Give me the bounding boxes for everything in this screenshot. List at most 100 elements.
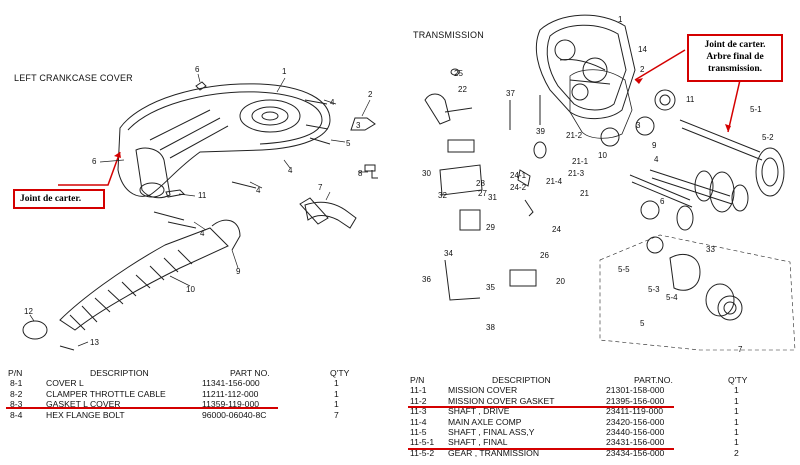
cell-pn: 8-4 bbox=[10, 409, 23, 420]
table-row-highlighted: 11-5-1 SHAFT , FINAL 23431-156-000 1 bbox=[410, 437, 790, 447]
cell-description: CLAMPER THROTTLE CABLE bbox=[46, 388, 166, 399]
right-part-label: 5-4 bbox=[666, 293, 678, 302]
table-row: 11-5 SHAFT , FINAL ASS,Y 23440-156-000 1 bbox=[410, 427, 790, 437]
header-description: DESCRIPTION bbox=[492, 375, 551, 385]
table-row: 11-3 SHAFT , DRIVE 23411-119-000 1 bbox=[410, 406, 790, 416]
right-part-label: 21-1 bbox=[572, 157, 589, 166]
right-part-label: 1 bbox=[618, 15, 623, 24]
left-part-label: 6 bbox=[92, 157, 97, 166]
cell-pn: 11-1 bbox=[410, 385, 427, 396]
right-part-label: 14 bbox=[638, 45, 647, 54]
header-pn: P/N bbox=[8, 368, 23, 378]
right-highlight-underline-shaft bbox=[408, 448, 674, 450]
right-part-label: 24-1 bbox=[510, 171, 527, 180]
right-part-label: 21 bbox=[580, 189, 589, 198]
right-part-label: 27 bbox=[478, 189, 487, 198]
right-part-label: 36 bbox=[422, 275, 431, 284]
right-highlight-underline-gasket bbox=[408, 406, 674, 408]
right-part-label: 6 bbox=[660, 197, 665, 206]
left-part-label: 4 bbox=[330, 98, 335, 107]
right-part-label: 26 bbox=[540, 251, 549, 260]
right-part-label: 5-2 bbox=[762, 133, 774, 142]
left-part-label: 4 bbox=[200, 229, 205, 238]
right-part-label: 35 bbox=[486, 283, 495, 292]
right-part-label: 10 bbox=[598, 151, 607, 160]
right-part-label: 31 bbox=[488, 193, 497, 202]
left-part-label: 5 bbox=[346, 139, 351, 148]
cell-part-no: 23411-119-000 bbox=[606, 406, 664, 417]
right-part-label: 25 bbox=[454, 69, 463, 78]
right-part-label: 5-5 bbox=[618, 265, 630, 274]
left-exploded-diagram: 1 2 3 4 4 4 4 5 6 6 7 8 9 10 11 12 13 bbox=[0, 0, 400, 360]
cell-pn: 8-2 bbox=[10, 388, 23, 399]
left-part-label: 7 bbox=[318, 183, 323, 192]
left-part-label: 2 bbox=[368, 90, 373, 99]
right-part-label: 2 bbox=[640, 65, 645, 74]
header-qty: Q'TY bbox=[330, 368, 350, 378]
table-row: 8-1 COVER L 11341-156-000 1 bbox=[8, 378, 353, 388]
cell-pn: 8-1 bbox=[10, 378, 23, 389]
right-exploded-diagram: 1 2 3 4 5 5-1 5-2 5-3 5-4 5-5 6 7 9 10 1… bbox=[400, 0, 800, 370]
cell-qty: 1 bbox=[734, 426, 739, 437]
right-part-label: 28 bbox=[476, 179, 485, 188]
header-description: DESCRIPTION bbox=[90, 368, 149, 378]
right-part-label: 7 bbox=[738, 345, 743, 354]
table-row-highlighted: 11-2 MISSION COVER GASKET 21395-156-000 … bbox=[410, 396, 790, 406]
left-part-label: 13 bbox=[90, 338, 99, 347]
header-part-no: PART.NO. bbox=[634, 375, 673, 385]
cell-description: MISSION COVER GASKET bbox=[448, 395, 555, 406]
cell-qty: 1 bbox=[734, 395, 739, 406]
cell-part-no: 21301-158-000 bbox=[606, 385, 665, 396]
left-highlight-underline bbox=[6, 407, 278, 409]
cell-qty: 7 bbox=[334, 409, 339, 420]
left-part-label: 4 bbox=[256, 186, 261, 195]
cell-pn: 11-5 bbox=[410, 426, 427, 437]
cell-description: MISSION COVER bbox=[448, 385, 518, 396]
cell-qty: 1 bbox=[334, 399, 339, 410]
cell-pn: 11-3 bbox=[410, 406, 427, 417]
table-row: 8-4 HEX FLANGE BOLT 96000-06040-8C 7 bbox=[8, 410, 353, 420]
left-part-label: 12 bbox=[24, 307, 33, 316]
right-part-label: 30 bbox=[422, 169, 431, 178]
cell-part-no: 11211-112-000 bbox=[202, 388, 259, 399]
cell-pn: 11-5-2 bbox=[410, 447, 435, 458]
cell-qty: 2 bbox=[734, 447, 739, 458]
cell-description: GEAR , TRANMISSION bbox=[448, 447, 540, 458]
left-part-label: 8 bbox=[358, 169, 363, 178]
right-part-label: 4 bbox=[654, 155, 659, 164]
right-part-label: 21-2 bbox=[566, 131, 583, 140]
cell-qty: 1 bbox=[734, 437, 739, 448]
right-part-label: 9 bbox=[652, 141, 657, 150]
table-row: 11-5-2 GEAR , TRANMISSION 23434-156-000 … bbox=[410, 448, 790, 458]
cell-pn: 11-5-1 bbox=[410, 437, 435, 448]
cell-pn: 11-4 bbox=[410, 416, 427, 427]
left-section-title: LEFT CRANKCASE COVER bbox=[14, 73, 133, 83]
cell-description: HEX FLANGE BOLT bbox=[46, 409, 125, 420]
right-part-label: 20 bbox=[556, 277, 565, 286]
right-part-label: 34 bbox=[444, 249, 453, 258]
cell-part-no: 23431-156-000 bbox=[606, 437, 665, 448]
right-part-label: 24 bbox=[552, 225, 561, 234]
right-part-label: 33 bbox=[706, 245, 715, 254]
right-gasket-shaft-callout: Joint de carter. Arbre final de transmis… bbox=[687, 34, 783, 82]
cell-part-no: 23440-156-000 bbox=[606, 426, 665, 437]
cell-description: GASKET L COVER bbox=[46, 399, 121, 410]
cell-qty: 1 bbox=[734, 385, 739, 396]
table-row: 8-2 CLAMPER THROTTLE CABLE 11211-112-000… bbox=[8, 389, 353, 399]
right-section-title: TRANSMISSION bbox=[413, 30, 484, 40]
table-header-row: P/N DESCRIPTION PART NO. Q'TY bbox=[8, 368, 353, 378]
cell-qty: 1 bbox=[734, 406, 739, 417]
left-part-label: 9 bbox=[236, 267, 241, 276]
right-part-label: 3 bbox=[636, 121, 641, 130]
right-part-label: 32 bbox=[438, 191, 447, 200]
header-pn: P/N bbox=[410, 375, 425, 385]
cell-pn: 11-2 bbox=[410, 395, 427, 406]
table-header-row: P/N DESCRIPTION PART.NO. Q'TY bbox=[410, 375, 790, 385]
cell-pn: 8-3 bbox=[10, 399, 23, 410]
cell-qty: 1 bbox=[734, 416, 739, 427]
right-part-label: 21-4 bbox=[546, 177, 563, 186]
cell-qty: 1 bbox=[334, 388, 339, 399]
right-parts-table: P/N DESCRIPTION PART.NO. Q'TY 11-1 MISSI… bbox=[410, 375, 790, 458]
cell-description: MAIN AXLE COMP bbox=[448, 416, 522, 427]
left-part-label: 11 bbox=[198, 191, 207, 200]
